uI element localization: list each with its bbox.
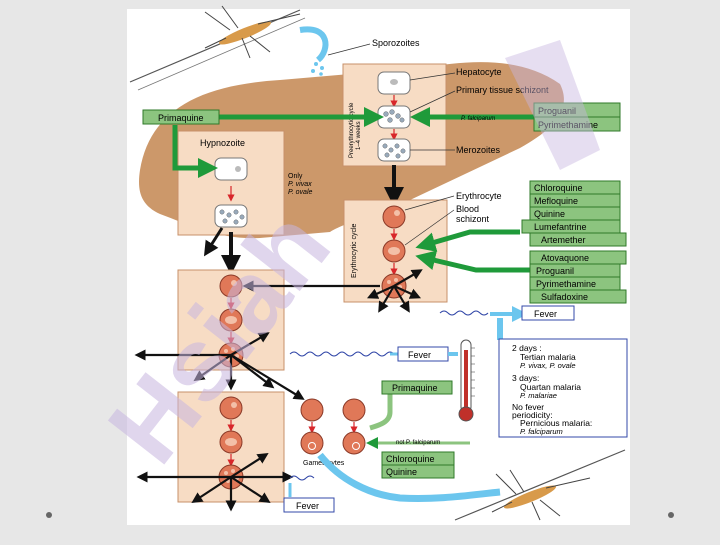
fever-wave-1 xyxy=(439,310,489,316)
pyrimethamine-1-label: Pyrimethamine xyxy=(538,120,598,130)
fever-1-box xyxy=(521,305,575,321)
hypnozoite-label: Hypnozoite xyxy=(200,138,245,148)
artemether-label: Artemether xyxy=(541,235,586,245)
gametocyte-cell-2 xyxy=(342,398,366,422)
mosquito-icon-bottom xyxy=(491,469,591,521)
schizont-label: schizont xyxy=(456,214,490,224)
slide-dot-right xyxy=(668,512,674,518)
blood-schizontocide-drugs: Chloroquine Mefloquine Quinine Lumefantr… xyxy=(521,180,627,247)
erythrocyte-label: Erythrocyte xyxy=(456,191,502,201)
merozoites-cell xyxy=(377,138,411,162)
fever-2-label: Fever xyxy=(408,350,431,360)
primaquine-bottom-label: Primaquine xyxy=(392,383,438,393)
artemether-box xyxy=(529,232,627,247)
gametocyte-stream xyxy=(317,452,501,502)
proguanil-1-label: Proguanil xyxy=(538,106,576,116)
blood-schizont-burst xyxy=(366,269,423,313)
only-label: Only xyxy=(288,173,303,180)
periodicity-line-6: P. malariae xyxy=(520,391,557,400)
p-falciparum-label: P. falciparum xyxy=(461,116,495,122)
mosquito-diagonal-bottom xyxy=(454,449,626,521)
fever-1-label: Fever xyxy=(534,309,557,319)
quinine-1-label: Quinine xyxy=(534,209,565,219)
periodicity-line-5: Quartan malaria xyxy=(520,382,581,392)
fever-periodicity-box xyxy=(498,338,628,438)
only-species-2: P. ovale xyxy=(288,189,312,196)
left-schizont-1-burst xyxy=(134,332,305,400)
quinine-2-label: Quinine xyxy=(386,467,417,477)
sporozoites-cluster xyxy=(311,62,324,76)
primaquine-bottom-arrow xyxy=(369,394,393,431)
primaquine-arrow-hypnozoite xyxy=(172,125,218,178)
proguanil-2-label: Proguanil xyxy=(536,266,574,276)
erythrocytic-cycle-label: Erythrocytic cycle xyxy=(351,223,358,278)
primaquine-top-label: Primaquine xyxy=(158,113,204,123)
periodicity-line-3: P. vivax, P. ovale xyxy=(520,361,576,370)
primary-schizont-cell xyxy=(377,105,411,129)
primaquine-bottom-box xyxy=(381,380,453,395)
mefloquine-label: Mefloquine xyxy=(534,196,578,206)
left-erythrocyte-1 xyxy=(219,274,243,298)
left-erythrocyte-2 xyxy=(219,396,243,420)
blood-combination-drugs: Atovaquone Proguanil Pyrimethamine Sulfa… xyxy=(529,250,627,304)
preerythrocytic-duration: 1–4 weeks xyxy=(356,121,362,150)
mosquito-diagonal-top xyxy=(129,9,301,83)
only-species-1: P. vivax xyxy=(288,181,312,188)
sulfadoxine-label: Sulfadoxine xyxy=(541,292,588,302)
blood-drugs-arrow-1 xyxy=(415,229,520,252)
primaquine-top-box xyxy=(142,109,220,125)
mosquito-icon-top xyxy=(204,5,301,59)
fever-3-label: Fever xyxy=(296,501,319,511)
quinine-2-box xyxy=(381,464,455,479)
erythrocyte-cell xyxy=(382,205,406,229)
chloroquine-2-label: Chloroquine xyxy=(386,454,435,464)
pyrimethamine-1-box xyxy=(533,116,621,132)
atovaquone-label: Atovaquone xyxy=(541,253,589,263)
hepatocyte-label: Hepatocyte xyxy=(456,67,502,77)
lumefantrine-label: Lumefantrine xyxy=(534,222,587,232)
slide-dot-left xyxy=(46,512,52,518)
periodicity-line-9: Pernicious malaria: xyxy=(520,418,592,428)
merozoites-label: Merozoites xyxy=(456,145,501,155)
blood-drugs-arrow-2 xyxy=(415,250,530,273)
thermometer-icon xyxy=(458,339,475,422)
gametocyte-cell-1 xyxy=(300,398,324,422)
blood-label: Blood xyxy=(456,204,479,214)
watermark-shape xyxy=(505,40,600,170)
hypnozoite-cell xyxy=(214,157,248,181)
sporozoite-arrow xyxy=(299,26,329,63)
left-schizont-2-burst xyxy=(136,453,294,512)
sporozoites-label: Sporozoites xyxy=(372,38,420,48)
pyrimethamine-2-label: Pyrimethamine xyxy=(536,279,596,289)
primary-tissue-schizont-label: Primary tissue schizont xyxy=(456,85,549,95)
sporozoites-pointer xyxy=(327,43,371,56)
periodicity-line-2: Tertian malaria xyxy=(520,352,576,362)
periodicity-line-7: No fever xyxy=(512,402,544,412)
chloroquine-1-label: Chloroquine xyxy=(534,183,583,193)
fever-wave-3 xyxy=(289,475,315,481)
periodicity-line-4: 3 days: xyxy=(512,373,539,383)
periodicity-line-10: P. falciparum xyxy=(520,427,563,436)
preerythrocytic-label: Preerythrocytic cycle xyxy=(349,102,355,158)
fever-3-box xyxy=(283,497,335,513)
not-falciparum-label: not P. falciparum xyxy=(396,440,440,446)
fever-wave-2 xyxy=(289,351,395,357)
sulfadoxine-box xyxy=(529,289,627,304)
periodicity-line-1: 2 days : xyxy=(512,343,542,353)
mosquito-diagonal-top-2 xyxy=(137,17,306,91)
periodicity-line-8: periodicity: xyxy=(512,410,553,420)
